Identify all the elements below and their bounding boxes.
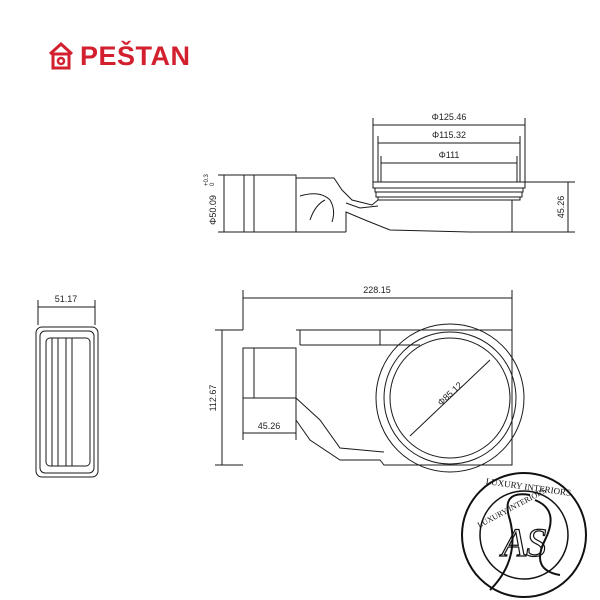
house-logo-icon [48,42,74,70]
dim-front-height: 112.67 [208,385,218,412]
top-view [218,118,575,233]
dim-side-width: 51.17 [55,294,78,304]
dim-middle-diameter: Φ115.32 [432,130,466,140]
dim-top-height: 45.26 [556,196,566,219]
brand-name: PEŠTAN [80,40,191,71]
side-view [35,300,99,478]
dim-bowl-diameter: Φ85.12 [436,380,465,408]
dim-inner-diameter: Φ111 [439,150,460,160]
front-view [215,290,525,473]
dim-outlet-length: 45.26 [258,421,281,431]
watermark-seal [461,472,587,598]
dim-outer-diameter: Φ125.46 [432,112,467,122]
dim-outlet-tolerance-lower: 0 [210,182,216,186]
watermark-monogram: AS [499,520,546,565]
brand-logo: PEŠTAN [48,36,191,76]
dim-front-length: 228.15 [363,285,391,295]
dim-outlet-tolerance-upper: +0.3 [204,173,210,186]
dim-outlet-diameter: Φ50.09 [208,195,218,225]
